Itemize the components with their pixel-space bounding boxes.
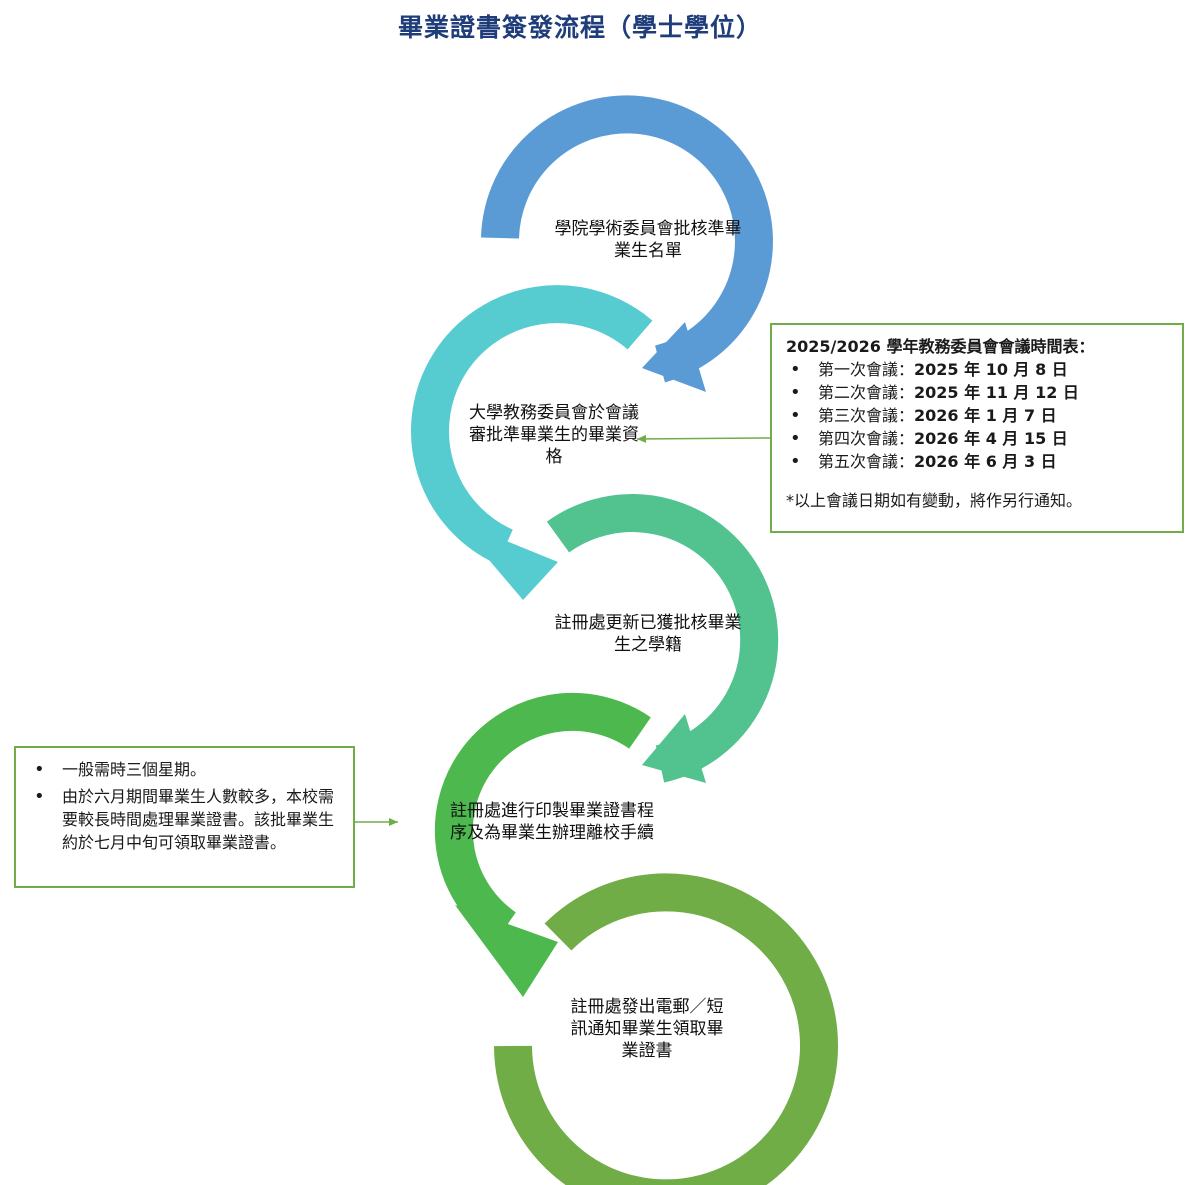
meeting-item: 第五次會議：2026 年 6 月 3 日 [786,450,1168,473]
meeting-list: 第一次會議：2025 年 10 月 8 日 第二次會議：2025 年 11 月 … [786,358,1168,473]
schedule-connector-arrow [636,434,771,443]
page-title: 畢業證書簽發流程（學士學位） [397,13,762,42]
step3-arrow [546,494,779,783]
meeting-item: 第四次會議：2026 年 4 月 15 日 [786,427,1168,450]
step5-label: 註冊處發出電郵／短訊通知畢業生領取畢業證書 [570,997,724,1061]
step4-label: 註冊處進行印製畢業證書程序及為畢業生辦理離校手續 [450,801,654,843]
meeting-schedule-box: 2025/2026 學年教務委員會會議時間表： 第一次會議：2025 年 10 … [770,323,1184,533]
step5-ring [494,873,838,1185]
timing-notes-box: 一般需時三個星期。 由於六月期間畢業生人數較多，本校需要較長時間處理畢業證書。該… [14,746,355,888]
step2-arrow [411,285,653,600]
step4-arrow [434,692,651,997]
timing-note-item: 由於六月期間畢業生人數較多，本校需要較長時間處理畢業證書。該批畢業生約於七月中旬… [30,785,339,854]
step3-label: 註冊處更新已獲批核畢業生之學籍 [554,613,742,655]
timing-list: 一般需時三個星期。 由於六月期間畢業生人數較多，本校需要較長時間處理畢業證書。該… [30,758,339,854]
timing-note-item: 一般需時三個星期。 [30,758,339,781]
step1-arrow [481,95,773,392]
step1-label: 學院學術委員會批核準畢業生名單 [554,219,742,261]
meeting-item: 第一次會議：2025 年 10 月 8 日 [786,358,1168,381]
meeting-item: 第三次會議：2026 年 1 月 7 日 [786,404,1168,427]
schedule-title: 2025/2026 學年教務委員會會議時間表： [786,337,1095,356]
meeting-item: 第二次會議：2025 年 11 月 12 日 [786,381,1168,404]
schedule-note: *以上會議日期如有變動，將作另行通知。 [786,491,1083,510]
step2-label: 大學教務委員會於會議審批準畢業生的畢業資格 [469,403,639,467]
